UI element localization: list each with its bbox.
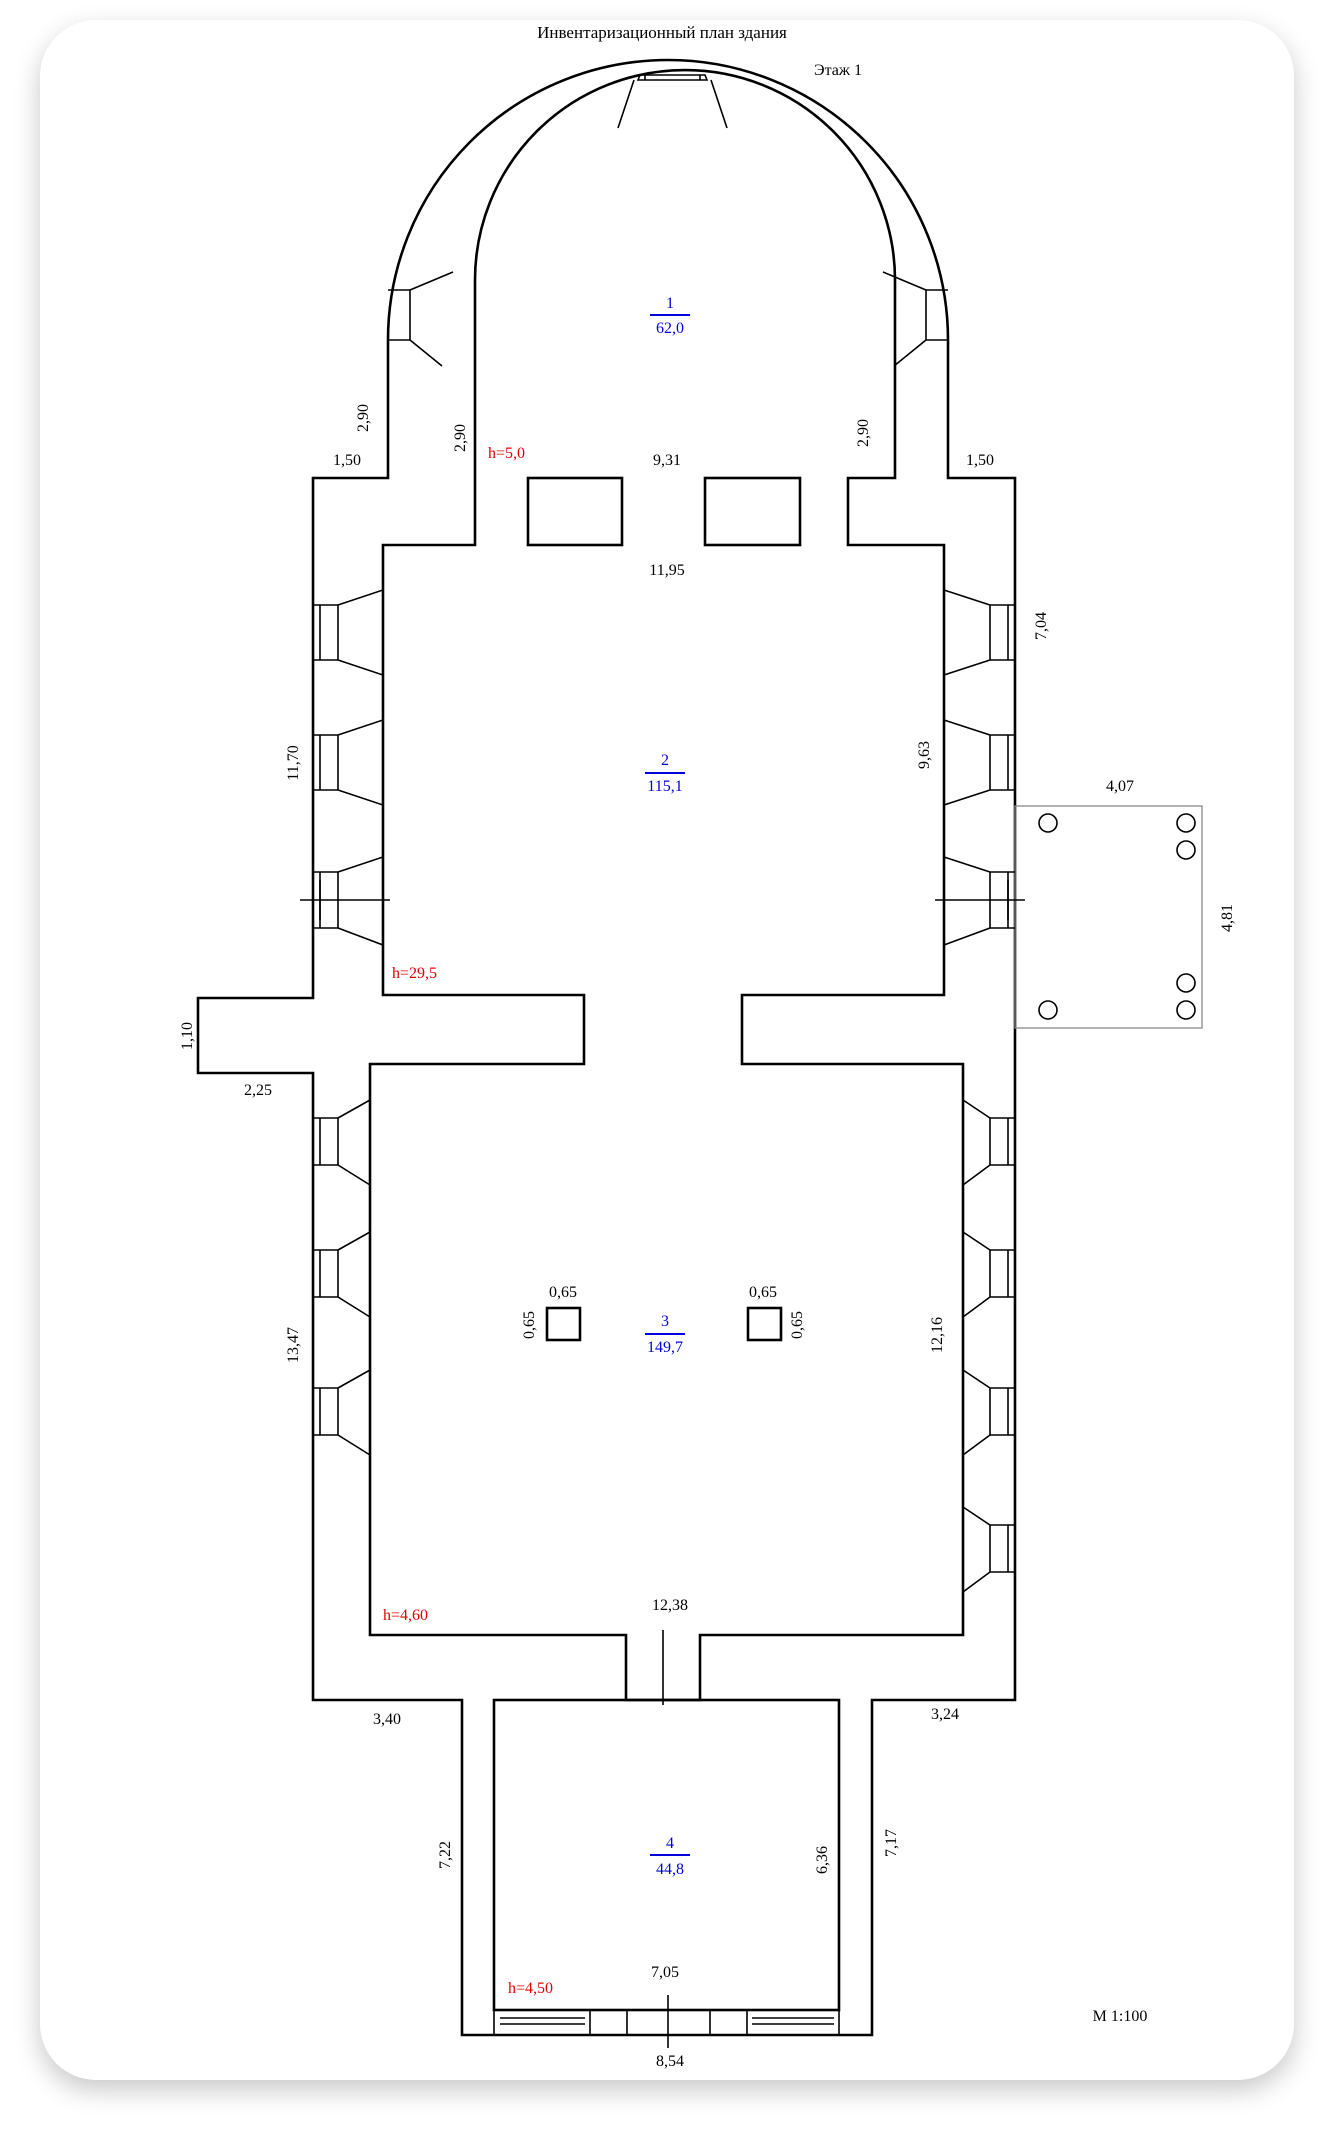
dim-pillar-left-height: 0,65 [521,1311,538,1339]
dim-bottom-right: 3,24 [931,1706,959,1723]
column-circle [1176,973,1196,993]
dim-nave-right-outer: 7,04 [1033,612,1050,640]
wall-block-right [703,476,802,547]
dim-porch-width: 4,07 [1106,778,1134,795]
height-label-1: h=5,0 [488,445,525,462]
wall-block-left [526,476,624,547]
entrance-door [493,1995,840,2048]
dim-pillar-right-height: 0,65 [789,1311,806,1339]
dim-hall-right: 12,16 [929,1317,946,1353]
vestibule-inner-wall [492,1698,841,2012]
dim-vestibule-inner-width: 7,05 [651,1964,679,1981]
dim-vestibule-right-outer: 7,17 [883,1829,900,1857]
dim-apse-left: 2,90 [355,404,372,432]
scale-label: М 1:100 [1093,2008,1148,2025]
dim-vestibule-outer-width: 8,54 [656,2053,684,2070]
porch-columns [1038,813,1196,1020]
floor-label: Этаж 1 [814,62,862,79]
dim-vestibule-right-inner: 6,36 [814,1846,831,1874]
dim-top-left: 1,50 [333,452,361,469]
column-circle [1176,813,1196,833]
hall-right-windows [962,1099,1015,1593]
dim-nave-right-inner: 9,63 [916,741,933,769]
plan-title: Инвентаризационный план здания [537,23,787,42]
room-underlines [645,314,690,1856]
dim-vestibule-left-outer: 7,22 [437,1841,454,1869]
dim-annex-height: 1,10 [179,1022,196,1050]
dim-bottom-left: 3,40 [373,1711,401,1728]
apse-nave-inner-wall [368,68,965,1702]
nave-left-windows [300,589,390,946]
dim-nave-left: 11,70 [285,745,302,780]
dim-porch-depth: 4,81 [1219,904,1236,932]
pillar-left [545,1306,582,1342]
room-1-area: 62,0 [656,320,684,337]
room-4-number: 4 [666,1835,674,1852]
dim-nave-top: 11,95 [649,562,684,579]
height-label-2: h=29,5 [392,965,437,982]
room-2-area: 115,1 [647,778,682,795]
plan-sheet [40,20,1294,2080]
room-3-number: 3 [661,1313,669,1330]
dim-top-opening: 9,31 [653,452,681,469]
room-3-area: 149,7 [647,1339,683,1356]
nave-right-windows [935,589,1025,946]
dim-pillar-right-width: 0,65 [749,1284,777,1301]
dim-top-right: 1,50 [966,452,994,469]
porch-outline [1014,805,1203,1029]
dim-apse-inner-left: 2,90 [452,424,469,452]
hall-left-windows [313,1099,371,1456]
height-label-3: h=4,60 [383,1607,428,1624]
column-circle [1038,1000,1058,1020]
room-2-number: 2 [661,752,669,769]
column-circle [1176,1000,1196,1020]
height-label-4: h=4,50 [508,1980,553,1997]
apse-windows [388,74,948,367]
dim-pillar-left-width: 0,65 [549,1284,577,1301]
room-1-number: 1 [666,295,674,312]
pillar-right [746,1306,783,1342]
dim-apse-inner-right: 2,90 [855,419,872,447]
column-circle [1176,840,1196,860]
dim-hall-left: 13,47 [285,1327,302,1363]
dim-annex-width: 2,25 [244,1082,272,1099]
dim-hall-bottom: 12,38 [652,1597,688,1614]
room-4-area: 44,8 [656,1861,684,1878]
column-circle [1038,813,1058,833]
